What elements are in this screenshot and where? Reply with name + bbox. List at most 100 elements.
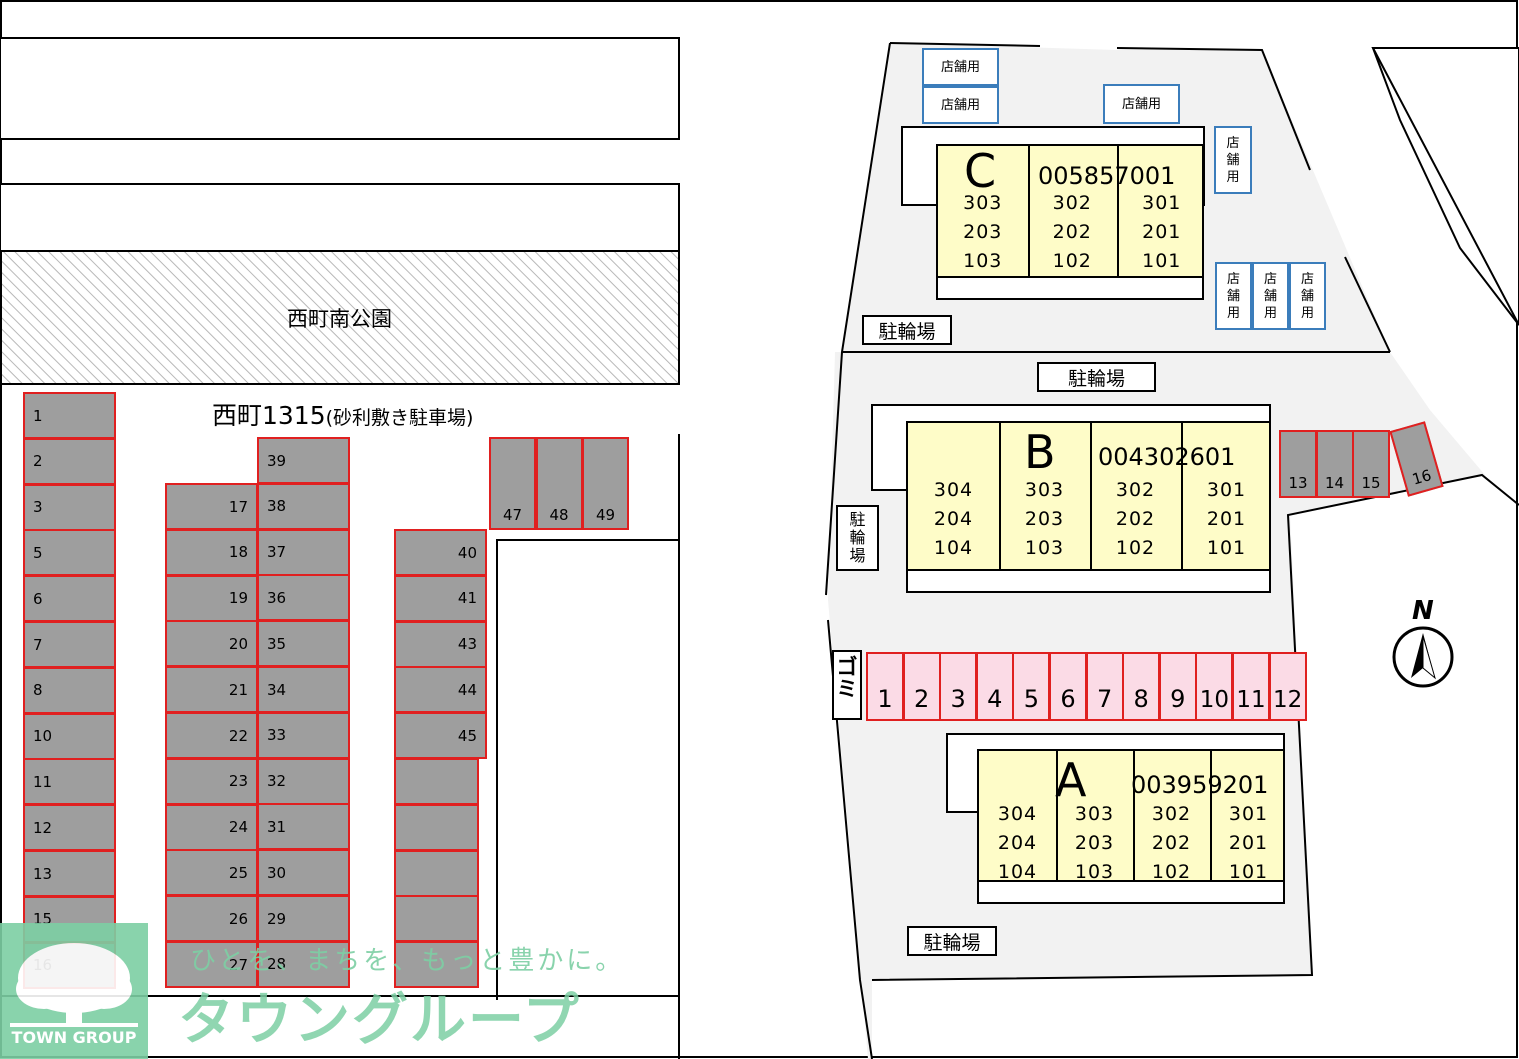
slot-number: 36 — [267, 588, 287, 607]
slot-number: 1 — [33, 406, 43, 425]
parking-slot: 5 — [23, 529, 116, 577]
slot-number: 1 — [877, 685, 893, 713]
slot-number: 31 — [267, 817, 287, 836]
slot-number: 41 — [457, 589, 477, 608]
parking-slot: 38 — [257, 482, 350, 530]
slot-number: 3 — [33, 498, 43, 517]
lot-subtitle: (砂利敷き駐車場) — [325, 407, 474, 429]
room-number: 201 — [1228, 832, 1269, 854]
parking-slot: 41 — [394, 574, 487, 622]
room-number: 201 — [1142, 221, 1182, 243]
bicycle-parking: 駐輪場 — [907, 926, 997, 956]
shop-space: 店舗用 — [922, 86, 999, 124]
building-balcony-strip — [938, 276, 1202, 298]
slot-number: 15 — [1361, 474, 1381, 492]
parking-slot: 18 — [165, 528, 258, 576]
room-number: 101 — [1206, 537, 1247, 559]
room-number: 301 — [1142, 192, 1182, 214]
parking-slot: 19 — [165, 574, 258, 622]
shop-space: 店舗用 — [1215, 262, 1252, 330]
parking-slot: 15 — [1352, 430, 1390, 498]
parking-slot: 32 — [257, 757, 350, 805]
parking-slot: 31 — [257, 803, 350, 851]
room-number: 102 — [1052, 250, 1092, 272]
parking-slot: 8 — [23, 666, 116, 714]
slot-number: 6 — [33, 589, 43, 608]
parking-slot: 28 — [257, 940, 350, 988]
slot-number: 4 — [987, 685, 1003, 713]
slot-number: 16 — [1410, 465, 1434, 489]
parking-slot: 29 — [257, 895, 350, 942]
parking-slot: 13 — [1279, 430, 1317, 498]
slot-number: 47 — [502, 506, 523, 524]
parking-slot: 23 — [165, 757, 258, 805]
slot-number: 35 — [267, 634, 287, 653]
parking-slot: 48 — [535, 437, 583, 530]
room-number: 103 — [1024, 537, 1065, 559]
slot-number: 8 — [33, 681, 43, 700]
building-balcony-strip — [908, 569, 1269, 591]
room-number: 102 — [1151, 861, 1192, 883]
room-number: 103 — [1074, 861, 1115, 883]
parking-slot: 35 — [257, 620, 350, 668]
watermark-tagline: ひとを、まちを、もっと豊かに。 — [190, 946, 625, 976]
parking-slot: 47 — [489, 437, 536, 530]
parking-slot: 30 — [257, 849, 350, 897]
tree-logo-icon — [10, 943, 138, 1027]
room-number: 101 — [1142, 250, 1182, 272]
park-label: 西町南公園 — [287, 306, 392, 331]
watermark-brand-en: TOWN GROUP — [11, 1028, 137, 1047]
slot-number: 27 — [228, 955, 248, 974]
slot-number: 13 — [33, 864, 53, 883]
reserved-slot: 9 — [1158, 652, 1197, 721]
building-code: 005857001 — [1038, 162, 1176, 190]
parking-slot: 25 — [165, 849, 258, 897]
parking-slot: 43 — [394, 620, 487, 668]
room-number: 204 — [933, 508, 974, 530]
parking-slot: 44 — [394, 666, 487, 714]
north-label: N — [1412, 596, 1434, 626]
slot-number: 26 — [228, 909, 248, 928]
parking-slot: 36 — [257, 574, 350, 622]
slot-number: 32 — [267, 772, 287, 791]
slot-number: 6 — [1060, 685, 1076, 713]
slot-number: 23 — [228, 772, 248, 791]
slot-number: 24 — [228, 818, 248, 837]
parking-slot — [394, 849, 479, 897]
parking-slot: 14 — [1315, 430, 1354, 498]
parking-slot: 37 — [257, 528, 350, 576]
reserved-slot: 12 — [1268, 652, 1307, 721]
room-number: 204 — [997, 832, 1038, 854]
parking-slot — [394, 941, 479, 989]
room-number: 203 — [963, 221, 1003, 243]
room-number: 303 — [963, 192, 1003, 214]
room-number: 102 — [1115, 537, 1156, 559]
unit-divider — [1090, 423, 1092, 591]
unit-divider — [1027, 146, 1030, 298]
reserved-slot: 6 — [1049, 652, 1087, 721]
building-code: 003959201 — [1131, 771, 1269, 799]
slot-number: 43 — [457, 635, 477, 654]
unit-divider — [1210, 751, 1212, 902]
room-number: 203 — [1024, 508, 1065, 530]
parking-slot: 27 — [165, 941, 258, 988]
shop-label: 店舗用 — [940, 59, 980, 75]
slot-number: 45 — [457, 726, 477, 745]
parking-slot: 40 — [394, 529, 487, 576]
slot-number: 2 — [33, 452, 43, 471]
reserved-slot: 10 — [1195, 652, 1234, 721]
slot-number: 37 — [267, 543, 287, 562]
slot-number: 12 — [1272, 687, 1303, 713]
shop-label: 店舗用 — [1300, 271, 1314, 321]
parking-slot: 33 — [257, 711, 350, 759]
slot-number: 7 — [1096, 685, 1113, 713]
slot-number: 28 — [267, 955, 287, 974]
parking-slot: 20 — [165, 620, 258, 668]
building-balcony-strip — [979, 880, 1283, 902]
slot-number: 18 — [228, 543, 248, 562]
room-number: 101 — [1228, 861, 1269, 883]
room-number: 202 — [1151, 832, 1192, 854]
